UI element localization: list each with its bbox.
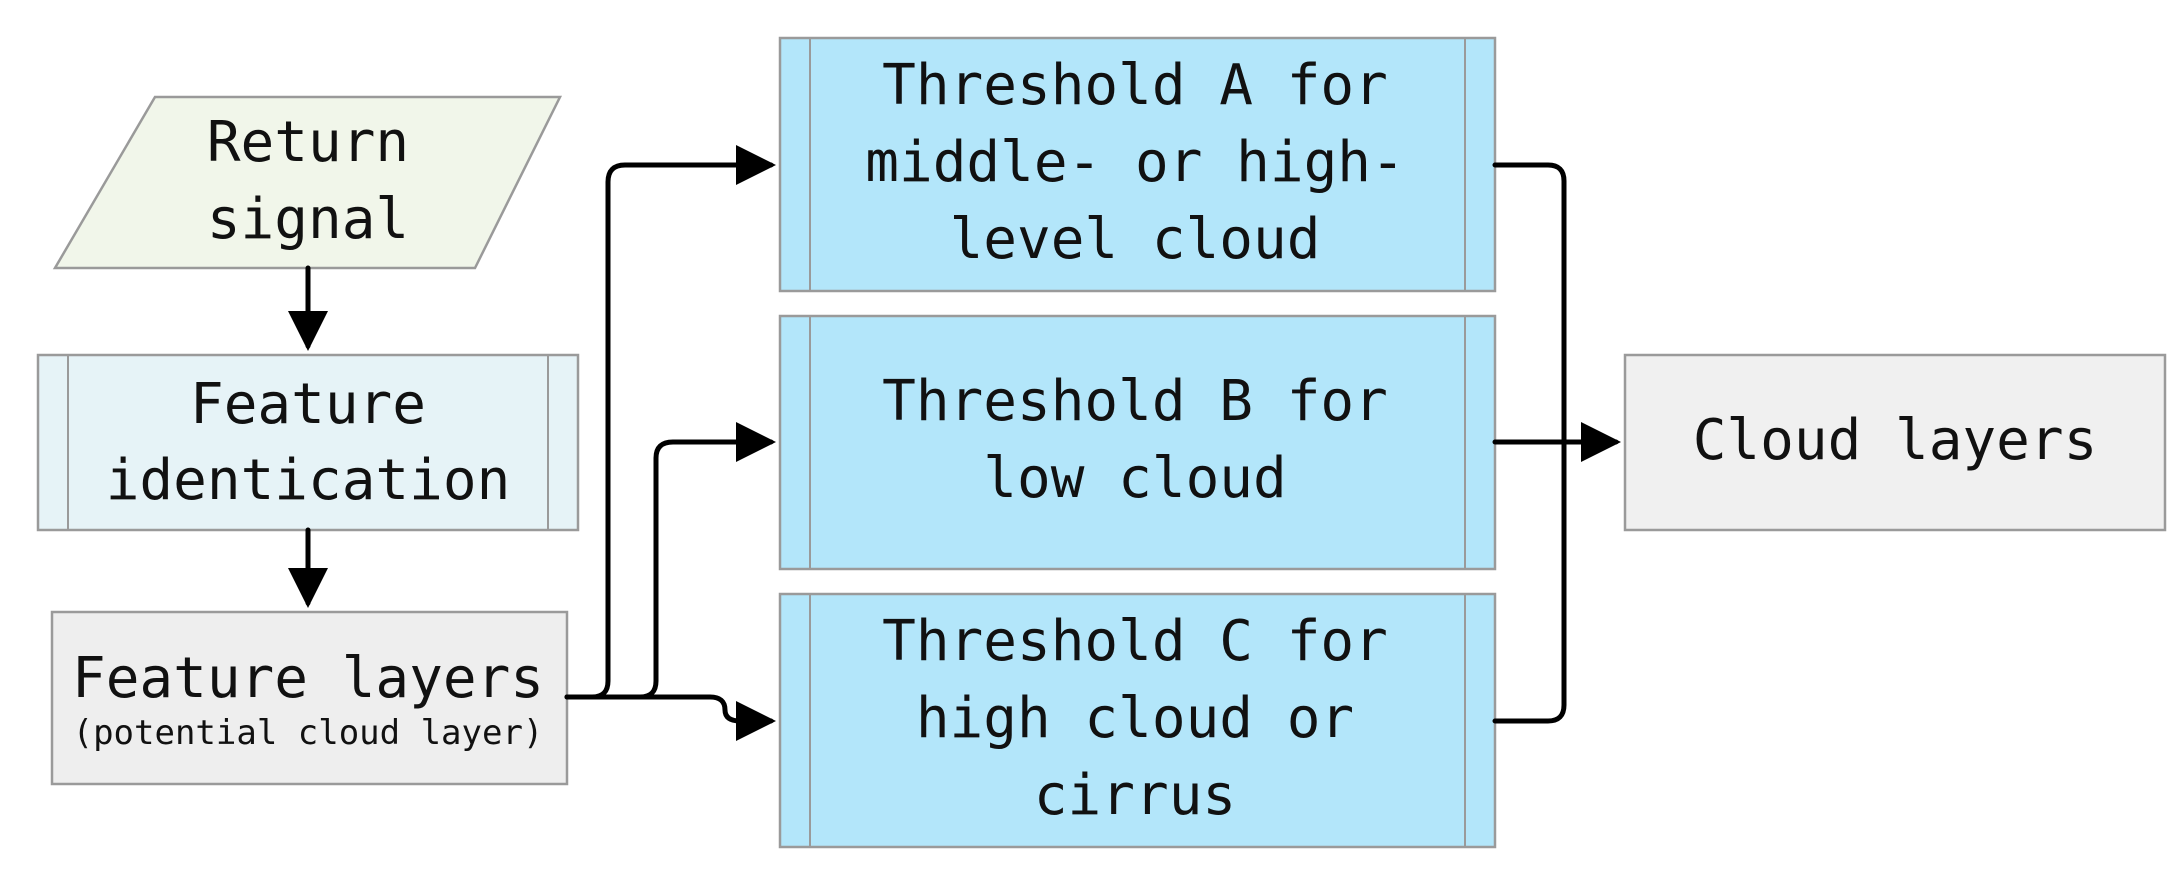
arrow-layers-to-threshold-c [564, 694, 776, 741]
cloud-layers-shape [1623, 353, 2167, 532]
connector-threshold-a-merge [1492, 162, 1567, 445]
threshold-a-shape [778, 36, 1497, 293]
feature-identification-node: Feature identication [36, 353, 580, 532]
threshold-b-line-2: low cloud [983, 446, 1286, 511]
feature-identification-line-1: Feature [190, 372, 426, 437]
threshold-b-shape [778, 314, 1497, 571]
arrow-layers-to-threshold-b [564, 422, 776, 700]
return-signal-shape [52, 95, 563, 270]
threshold-c-shape [778, 592, 1497, 849]
return-signal-line-1: Return [207, 110, 409, 175]
threshold-a-line-3: level cloud [950, 207, 1321, 272]
cloud-layers-node: Cloud layers [1623, 353, 2167, 532]
threshold-c-node: Threshold C for high cloud or cirrus [778, 592, 1497, 849]
feature-identification-line-2: identication [106, 448, 511, 513]
threshold-a-node: Threshold A for middle- or high- level c… [778, 36, 1497, 293]
threshold-c-line-2: high cloud or [916, 686, 1354, 751]
feature-identification-shape [36, 353, 580, 532]
feature-layers-title: Feature layers [72, 646, 544, 711]
threshold-b-node: Threshold B for low cloud [778, 314, 1497, 571]
threshold-a-line-2: middle- or high- [865, 130, 1404, 195]
cloud-layers-label: Cloud layers [1693, 408, 2098, 473]
connector-threshold-c-merge [1492, 439, 1567, 724]
feature-layers-subtitle: (potential cloud layer) [73, 713, 544, 753]
arrow-layers-to-threshold-a [564, 145, 776, 700]
threshold-c-line-3: cirrus [1034, 763, 1236, 828]
threshold-a-line-1: Threshold A for [882, 53, 1388, 118]
return-signal-node: Return signal [52, 95, 563, 270]
return-signal-line-2: signal [207, 187, 409, 252]
threshold-b-line-1: Threshold B for [882, 369, 1388, 434]
feature-layers-node: Feature layers (potential cloud layer) [50, 610, 569, 786]
threshold-c-line-1: Threshold C for [882, 609, 1388, 674]
